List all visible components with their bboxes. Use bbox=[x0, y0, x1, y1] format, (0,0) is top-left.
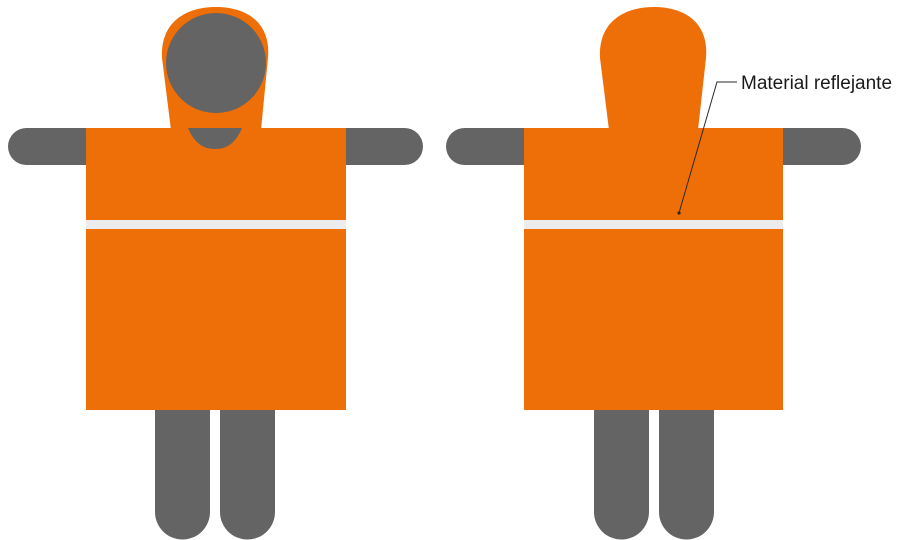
front-poncho-body bbox=[86, 128, 346, 410]
callout-label: Material reflejante bbox=[741, 73, 892, 94]
back-left-leg bbox=[594, 395, 649, 540]
back-reflective-strip bbox=[524, 220, 783, 229]
back-right-leg bbox=[659, 395, 714, 540]
front-view-figure bbox=[8, 7, 423, 540]
front-head bbox=[166, 13, 266, 113]
back-poncho-body bbox=[524, 128, 783, 410]
callout-leader-dot bbox=[677, 211, 680, 214]
front-reflective-strip bbox=[86, 220, 346, 229]
front-right-leg bbox=[220, 395, 275, 540]
front-left-leg bbox=[155, 395, 210, 540]
back-hood bbox=[600, 7, 706, 130]
